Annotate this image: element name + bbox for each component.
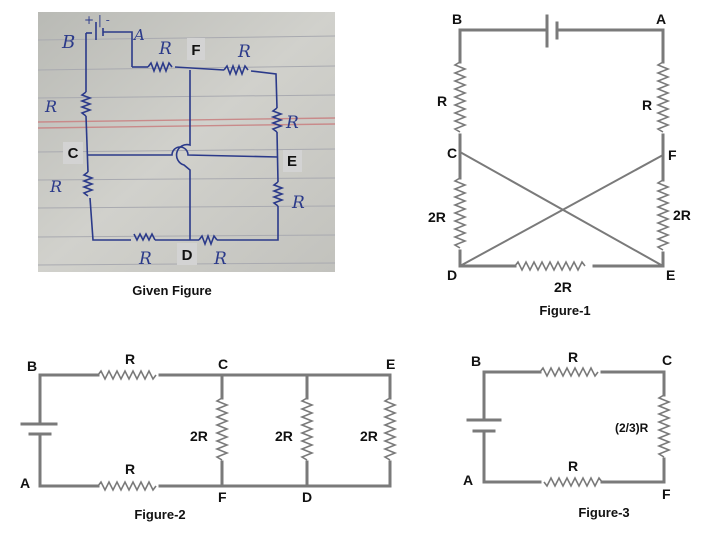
tag-box-C — [63, 142, 83, 164]
caption-figure-3: Figure-3 — [578, 505, 629, 520]
fig2-node-F: F — [218, 489, 227, 505]
fig1-res-bc — [452, 61, 468, 133]
fig1-node-C: C — [447, 145, 457, 161]
fig1-label-bc: R — [437, 93, 447, 109]
fig2-battery — [20, 422, 58, 436]
tag-box-D — [177, 243, 197, 265]
fig2-node-A: A — [20, 475, 30, 491]
fig1-node-D: D — [447, 267, 457, 283]
hand-res-bottom1: R — [138, 249, 152, 269]
fig1-res-fe — [655, 179, 671, 251]
fig2-res-v1 — [214, 397, 230, 461]
hand-res-top2: R — [237, 42, 251, 62]
fig2-res-top — [97, 369, 157, 381]
tag-E: E — [287, 153, 297, 170]
tag-box-E — [283, 150, 302, 172]
fig3-battery — [466, 418, 502, 433]
fig3-node-C: C — [662, 352, 672, 368]
fig1-node-E: E — [666, 267, 675, 283]
figure-2: B A C E F D R R 2R 2R 2R Figure-2 — [20, 351, 398, 522]
hand-label-A: A — [132, 26, 145, 44]
hand-res-right2: R — [291, 193, 305, 213]
fig2-label-v3: 2R — [360, 428, 378, 444]
caption-given-figure: Given Figure — [132, 283, 211, 298]
fig2-label-top: R — [125, 351, 135, 367]
fig2-label-v2: 2R — [275, 428, 293, 444]
fig3-node-B: B — [471, 353, 481, 369]
fig3-wire-top-right — [600, 370, 666, 397]
fig1-res-cd — [452, 177, 468, 249]
fig3-label-top: R — [568, 349, 578, 365]
tag-F: F — [191, 42, 200, 59]
caption-figure-2: Figure-2 — [134, 507, 185, 522]
given-figure: B A + | - R R R R R R R R F C E D Given … — [37, 12, 336, 298]
hand-res-right1: R — [285, 113, 299, 133]
fig1-label-de: 2R — [554, 279, 572, 295]
fig2-node-E: E — [386, 356, 395, 372]
fig1-node-B: B — [452, 11, 462, 27]
hand-circuit — [79, 22, 285, 247]
fig2-node-B: B — [27, 358, 37, 374]
fig3-wire-bottom-left — [482, 432, 542, 484]
hand-battery-marks: + | - — [84, 13, 110, 27]
hand-label-B: B — [61, 32, 75, 53]
fig1-label-cd: 2R — [428, 209, 446, 225]
fig2-label-v1: 2R — [190, 428, 208, 444]
fig1-res-af — [655, 61, 671, 133]
fig1-node-A: A — [656, 11, 666, 27]
fig3-label-right: (2/3)R — [615, 421, 649, 435]
tag-D: D — [182, 247, 193, 264]
fig1-res-de — [514, 260, 586, 272]
fig3-label-bottom: R — [568, 458, 578, 474]
fig2-node-C: C — [218, 356, 228, 372]
hand-battery — [95, 22, 133, 67]
fig3-res-bottom — [543, 476, 603, 488]
fig2-label-bottom: R — [125, 461, 135, 477]
hand-res-left2: R — [49, 177, 62, 196]
fig3-res-right — [656, 394, 672, 458]
fig1-label-fe: 2R — [673, 207, 691, 223]
fig2-res-v3 — [382, 397, 398, 461]
hand-res-top1: R — [158, 39, 172, 59]
tag-C: C — [68, 145, 79, 162]
fig2-res-v2 — [299, 397, 315, 461]
margin-rule — [37, 117, 336, 129]
fig1-node-F: F — [668, 147, 677, 163]
hand-res-bottom2: R — [213, 249, 227, 269]
fig2-res-bottom — [97, 480, 157, 492]
caption-figure-1: Figure-1 — [539, 303, 590, 318]
figure-1: B A C F D E R R 2R 2R 2R Figure-1 — [428, 11, 691, 318]
fig1-wire-c-e — [459, 151, 664, 267]
fig1-wire-f-d — [459, 154, 664, 267]
fig2-node-D: D — [302, 489, 312, 505]
fig3-node-A: A — [463, 472, 473, 488]
fig1-battery — [545, 14, 559, 48]
tag-box-F — [187, 38, 205, 60]
fig3-wire-right-bottom — [600, 457, 666, 484]
figure-3: B A C F R R (2/3)R Figure-3 — [463, 349, 672, 520]
fig1-label-af: R — [642, 97, 652, 113]
fig3-node-F: F — [662, 486, 671, 502]
hand-res-left1: R — [44, 97, 57, 116]
fig3-res-top — [539, 366, 599, 378]
